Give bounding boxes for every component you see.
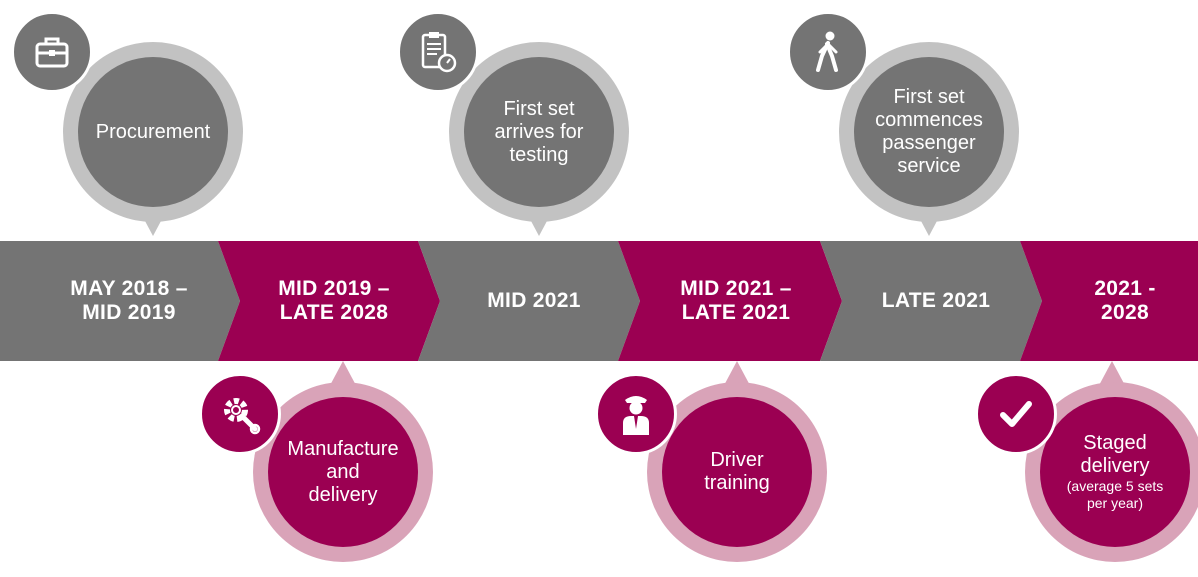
segment-label-6: 2021 - 2028 (1094, 277, 1156, 324)
segment-6-shape (1020, 241, 1198, 361)
checkmark-icon (975, 373, 1057, 455)
segment-2-shape (218, 241, 440, 361)
briefcase-icon (11, 11, 93, 93)
milestone-testing-pointer (523, 206, 555, 236)
milestone-manufacture-text: Manufacture and delivery (268, 397, 418, 547)
train-driver-icon (595, 373, 677, 455)
walking-person-icon (787, 11, 869, 93)
segment-4-shape (618, 241, 842, 361)
milestone-staged-text: Staged delivery (average 5 sets per year… (1040, 397, 1190, 547)
timeline-band (0, 241, 1198, 361)
milestone-driver-text: Driver training (662, 397, 812, 547)
milestone-procurement-text: Procurement (78, 57, 228, 207)
gear-wrench-icon (199, 373, 281, 455)
segment-1-shape (0, 241, 240, 361)
segment-label-5: LATE 2021 (881, 289, 991, 312)
segment-5-shape (820, 241, 1042, 361)
milestone-staged-title: Staged delivery (1080, 432, 1150, 477)
milestone-staged-note: (average 5 sets per year) (1066, 478, 1164, 511)
segment-3-shape (418, 241, 640, 361)
segment-label-4: MID 2021 – LATE 2021 (680, 277, 792, 324)
milestone-service-pointer (913, 206, 945, 236)
segment-label-3: MID 2021 (487, 289, 581, 312)
segment-label-1: MAY 2018 – MID 2019 (70, 277, 188, 324)
clipboard-stopwatch-icon (397, 11, 479, 93)
segment-label-2: MID 2019 – LATE 2028 (278, 277, 390, 324)
milestone-testing-text: First set arrives for testing (464, 57, 614, 207)
milestone-service-text: First set commences passenger service (854, 57, 1004, 207)
milestone-procurement-pointer (137, 206, 169, 236)
